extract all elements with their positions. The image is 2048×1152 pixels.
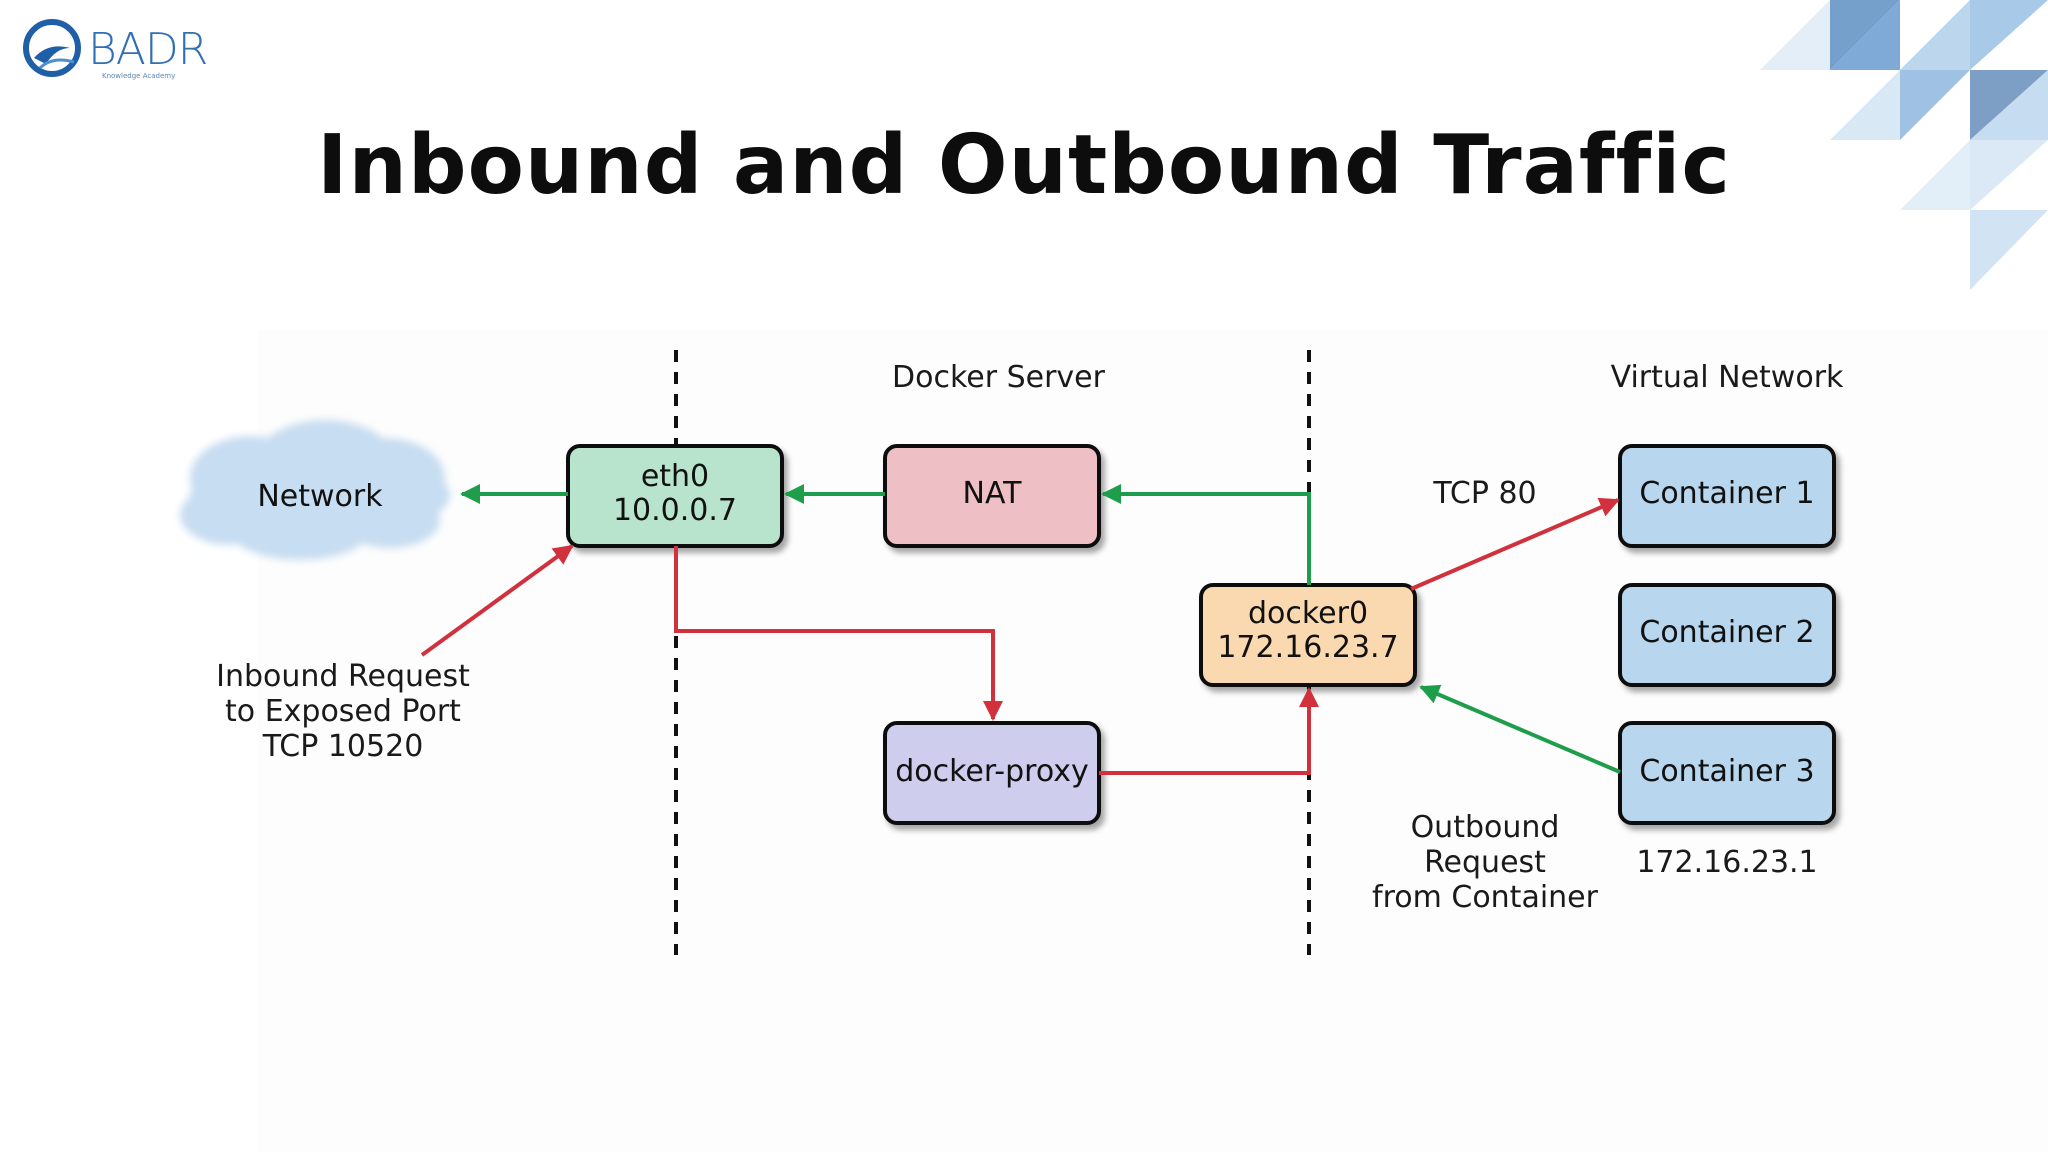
container1-box	[1618, 444, 1836, 548]
eth0-name: eth0	[640, 459, 710, 494]
docker0-label: docker0 172.16.23.7	[1201, 597, 1415, 665]
outbound-annotation: Outbound Request from Container	[1355, 810, 1615, 915]
outbound-line-1: Outbound	[1410, 810, 1560, 845]
inbound-annotation: Inbound Request to Exposed Port TCP 1052…	[203, 659, 483, 764]
container3-ip-label: 172.16.23.1	[1636, 845, 1818, 880]
badr-logo: BADR Knowledge Academy	[22, 14, 212, 84]
logo-globe-icon	[23, 19, 81, 77]
inbound-line-2: to Exposed Port	[225, 694, 461, 729]
container3-label: Container 3	[1639, 754, 1815, 789]
arrow-docker0-to-nat	[1101, 484, 1311, 585]
arrow-docker-proxy-to-docker0	[1099, 687, 1319, 775]
outbound-line-3: from Container	[1372, 880, 1598, 915]
page-title: Inbound and Outbound Traffic	[317, 118, 1731, 213]
arrow-docker0-to-container1	[1410, 497, 1620, 591]
docker-server-label: Docker Server	[892, 360, 1105, 395]
nat-label: NAT	[962, 476, 1022, 511]
logo-brand: BADR	[88, 24, 208, 75]
network-label: Network	[257, 479, 383, 514]
container2-box	[1618, 583, 1836, 687]
docker0-ip: 172.16.23.7	[1217, 630, 1399, 665]
eth0-label: eth0 10.0.0.7	[568, 460, 782, 528]
arrow-container3-to-docker0	[1419, 684, 1621, 774]
tcp80-label: TCP 80	[1433, 476, 1537, 511]
container1-label: Container 1	[1639, 476, 1815, 511]
logo-tagline: Knowledge Academy	[102, 72, 176, 80]
inbound-line-3: TCP 10520	[262, 729, 424, 764]
network-cloud	[180, 420, 450, 560]
arrow-eth0-to-docker-proxy	[674, 546, 1003, 721]
outbound-line-2: Request	[1424, 845, 1546, 880]
virtual-network-label: Virtual Network	[1610, 360, 1844, 395]
inbound-line-1: Inbound Request	[216, 659, 470, 694]
eth0-ip: 10.0.0.7	[612, 493, 738, 528]
container2-label: Container 2	[1639, 615, 1815, 650]
container3-box	[1618, 721, 1836, 825]
docker0-name: docker0	[1247, 596, 1369, 631]
decorative-triangles	[1760, 0, 2048, 290]
docker-proxy-label: docker-proxy	[895, 754, 1089, 789]
arrow-inbound-to-eth0	[420, 544, 574, 657]
